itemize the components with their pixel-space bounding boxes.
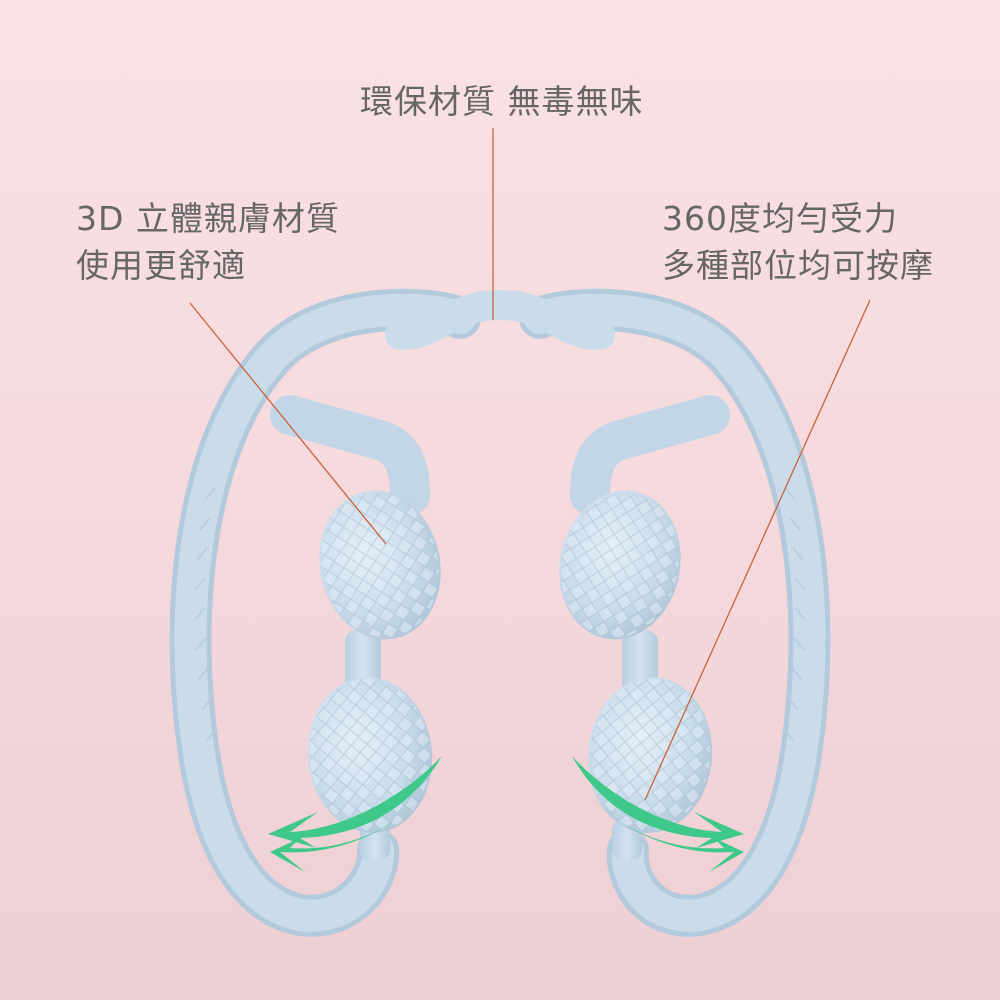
massage-ball-left-upper xyxy=(319,490,441,640)
rotation-arrows-left-icon xyxy=(268,756,442,872)
arm-right xyxy=(570,395,730,515)
leader-line-left xyxy=(189,302,387,545)
frame-ridges xyxy=(194,487,806,741)
frame-left xyxy=(169,288,481,937)
callout-3d-material: 3D 立體親膚材質 使用更舒適 xyxy=(76,195,340,289)
leader-line-right xyxy=(644,299,871,801)
leader-lines xyxy=(189,128,871,801)
callout-eco-material: 環保材質 無毒無味 xyxy=(360,78,644,125)
callout-3d-material-line2: 使用更舒適 xyxy=(76,246,246,285)
arm-left xyxy=(270,395,430,515)
frame-right xyxy=(519,288,831,937)
callout-eco-material-line1: 環保材質 無毒無味 xyxy=(360,82,644,121)
callout-360-force-line1: 360度均勻受力 xyxy=(662,199,898,238)
frame-top-wave xyxy=(385,289,615,350)
callout-360-force: 360度均勻受力 多種部位均可按摩 xyxy=(662,195,934,289)
callout-360-force-line2: 多種部位均可按摩 xyxy=(662,246,934,285)
massage-ball-right-lower xyxy=(587,677,713,833)
callout-3d-material-line1: 3D 立體親膚材質 xyxy=(76,199,340,238)
massage-ball-right-upper xyxy=(559,490,681,640)
rotation-arrows-right-icon xyxy=(572,756,744,872)
